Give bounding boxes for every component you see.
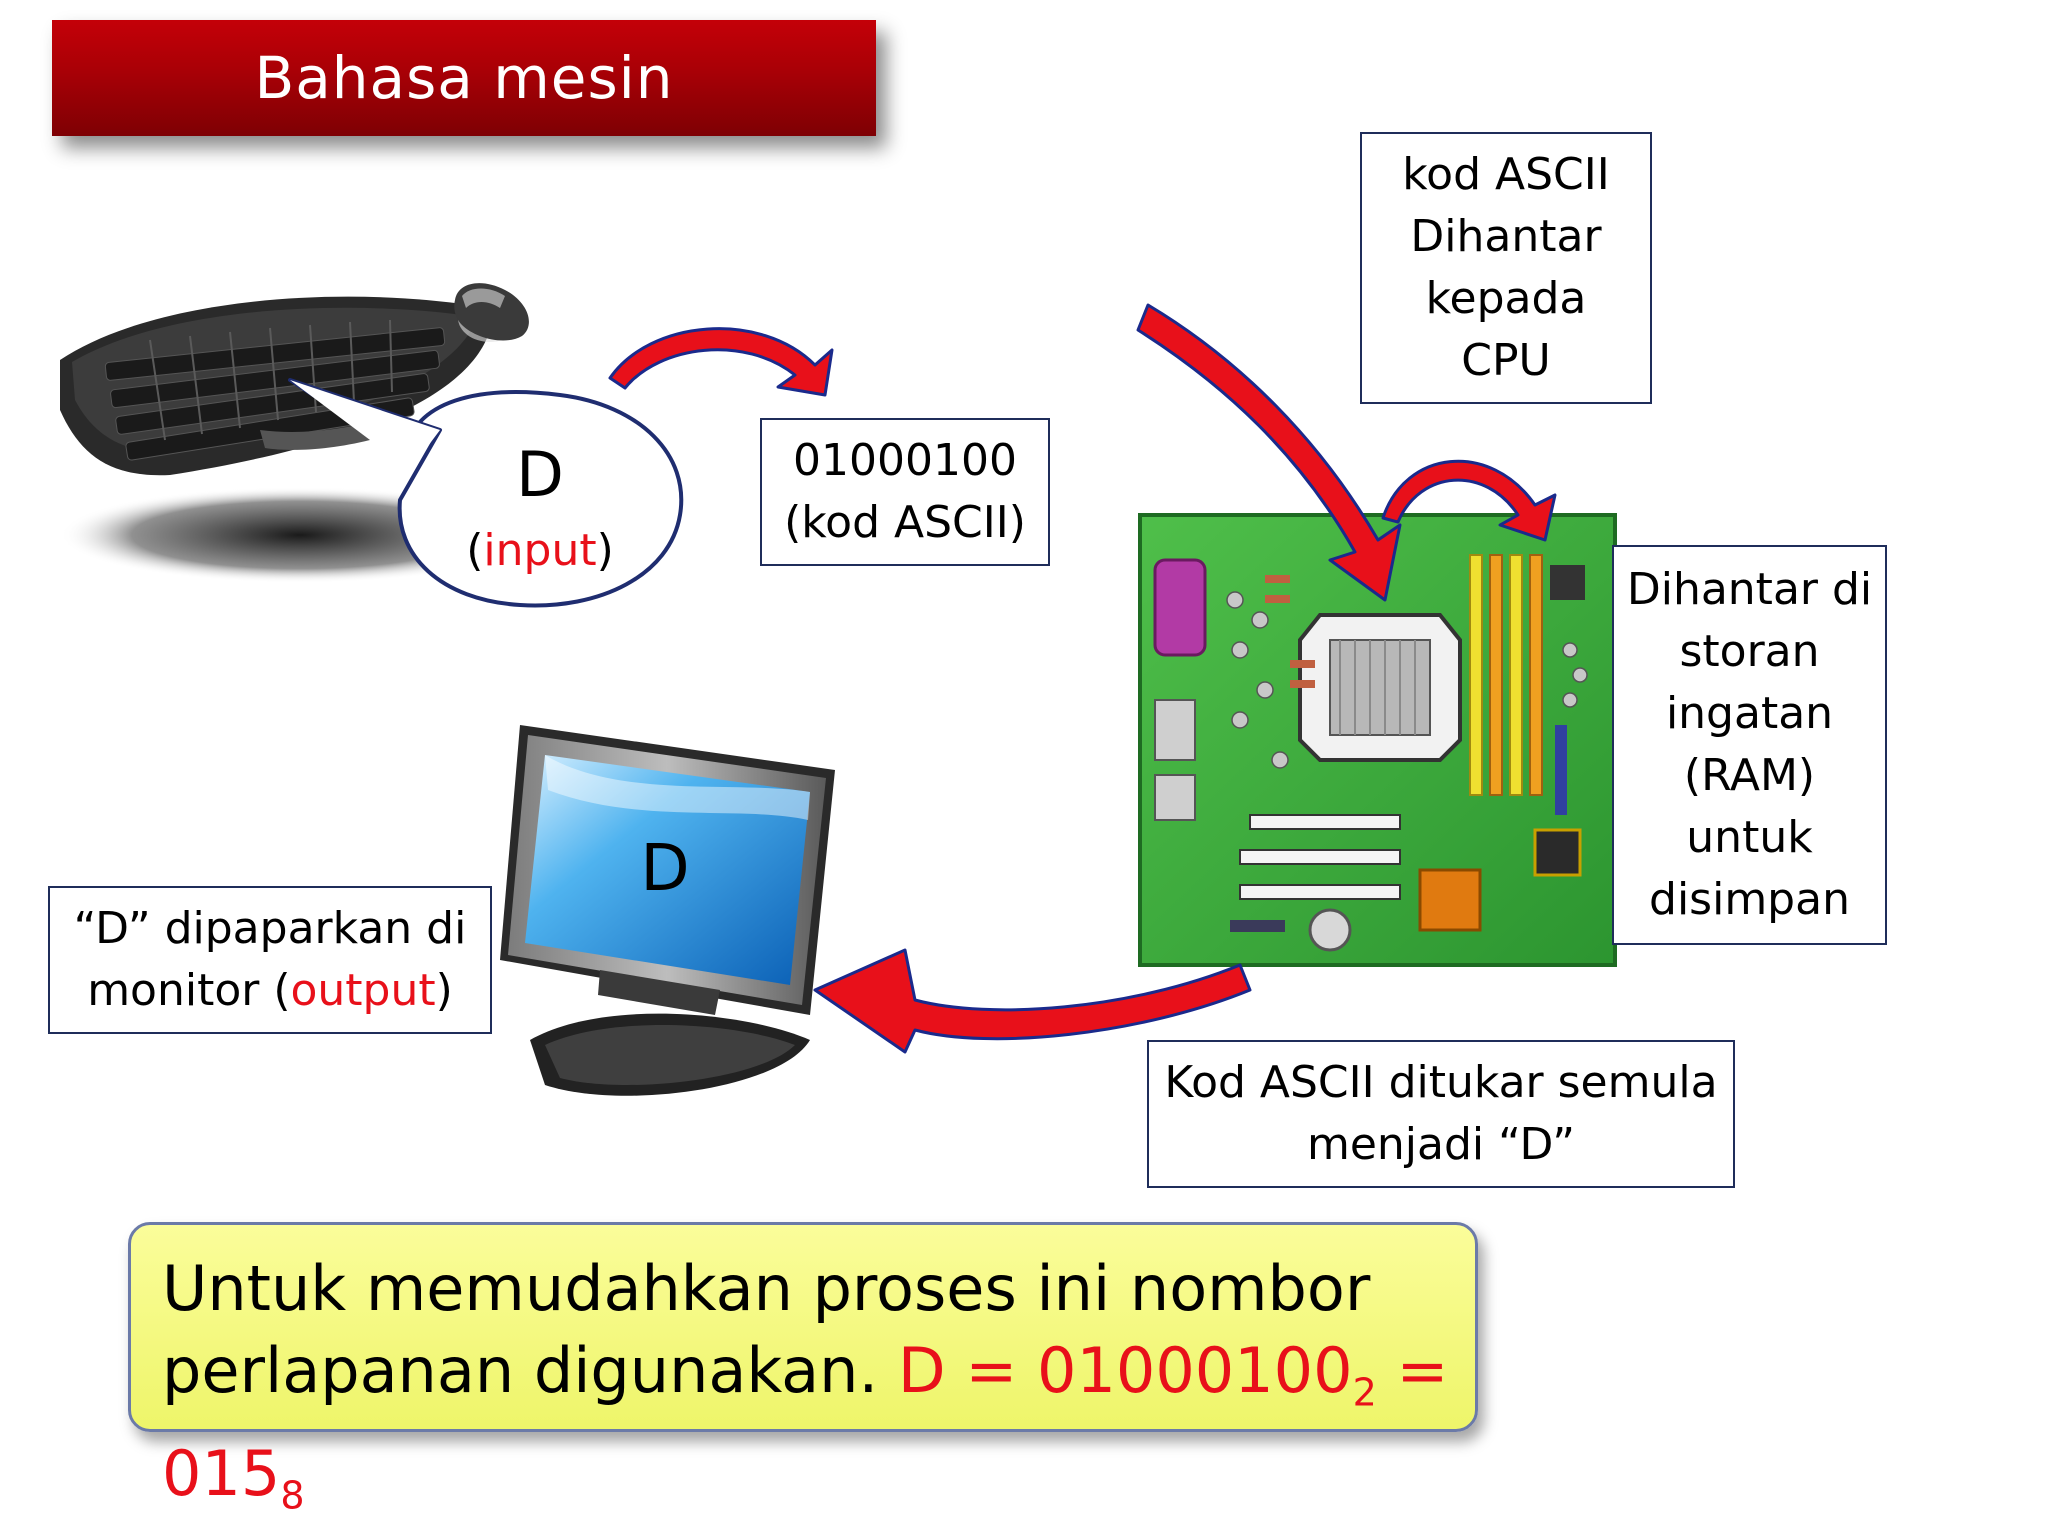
cpu-line: CPU: [1461, 335, 1551, 386]
arrow-board-to-monitor: [813, 948, 1252, 1054]
output-line2: monitor (output): [87, 960, 453, 1022]
note-sub-binary: 2: [1352, 1370, 1377, 1415]
arrow-keyboard-to-binary: [608, 327, 834, 397]
output-word: output: [290, 965, 436, 1016]
bubble-caption: (input): [455, 520, 625, 582]
page-title: Bahasa mesin: [254, 44, 674, 112]
summary-note-text: Untuk memudahkan proses ini nombor perla…: [162, 1248, 1462, 1537]
ram-line: (RAM): [1683, 750, 1816, 801]
monitor-letter: D: [640, 832, 690, 906]
output-line2-pre: monitor (: [87, 965, 291, 1016]
convert-line1: Kod ASCII ditukar semula: [1164, 1057, 1718, 1108]
summary-note-box: [128, 1222, 1478, 1432]
ram-line: storan: [1679, 626, 1820, 677]
arrow-cpu-to-ram: [1381, 459, 1557, 542]
bubble-paren-close: ): [596, 525, 614, 576]
note-eq-binary: D = 01000100: [897, 1334, 1353, 1407]
convert-line2: menjadi “D”: [1306, 1119, 1576, 1170]
note-equation: D = 010001002 = 0158: [162, 1334, 1449, 1518]
binary-code-value: 01000100: [793, 435, 1017, 486]
cpu-info-box: kod ASCII Dihantar kepada CPU: [1360, 132, 1652, 404]
ram-line: untuk: [1686, 812, 1813, 863]
output-box: “D” dipaparkan di monitor (output): [48, 886, 492, 1034]
note-line2-pre: perlapanan digunakan.: [162, 1334, 898, 1407]
ram-line: disimpan: [1649, 874, 1850, 925]
binary-code-box: 01000100 (kod ASCII): [760, 418, 1050, 566]
keyboard-speech-bubble: [288, 378, 684, 608]
note-sub-octal: 8: [280, 1473, 305, 1518]
mouse-image: [454, 283, 529, 342]
cpu-line: Dihantar: [1410, 211, 1602, 262]
bubble-input-word: input: [483, 525, 597, 576]
title-banner: [52, 20, 876, 136]
convert-box: Kod ASCII ditukar semula menjadi “D”: [1147, 1040, 1735, 1188]
cpu-line: kod ASCII: [1402, 149, 1610, 200]
arrow-to-cpu: [1136, 303, 1402, 602]
note-line1: Untuk memudahkan proses ini nombor: [162, 1252, 1371, 1325]
ram-line: ingatan: [1665, 688, 1834, 739]
ram-line: Dihantar di: [1626, 564, 1873, 615]
ram-info-box: Dihantar di storan ingatan (RAM) untuk d…: [1612, 545, 1887, 945]
monitor-image: [500, 725, 835, 1096]
binary-code-label: (kod ASCII): [784, 497, 1026, 548]
output-line1: “D” dipaparkan di: [73, 903, 467, 954]
keyboard-image: [60, 296, 490, 476]
note-line2: perlapanan digunakan. D = 010001002 = 01…: [162, 1330, 1462, 1537]
bubble-paren-open: (: [466, 525, 484, 576]
output-line2-post: ): [435, 965, 453, 1016]
cpu-line: kepada: [1425, 273, 1587, 324]
note-eq-octal: = 015: [162, 1334, 1449, 1511]
bubble-letter: D: [516, 438, 564, 511]
